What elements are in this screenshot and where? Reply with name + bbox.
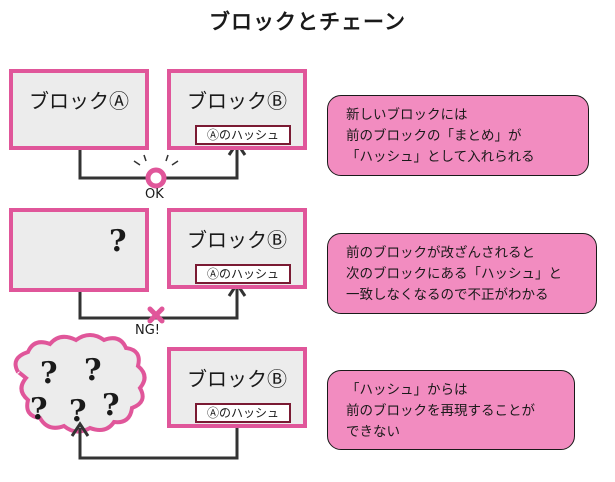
diagram-title: ブロックとチェーン	[209, 10, 406, 34]
question-mark-icon: ?	[84, 353, 102, 388]
hash-field: Ⓐのハッシュ	[195, 403, 291, 423]
callout-line: 前のブロックが改ざんされると	[346, 245, 535, 261]
callout-line: 前のブロックの「まとめ」が	[346, 128, 522, 144]
callout-row3: 「ハッシュ」からは 前のブロックを再現することが できない	[327, 370, 575, 450]
question-mark-icon: ?	[109, 224, 127, 259]
callout-line: 前のブロックを再現することが	[346, 403, 535, 419]
question-mark-icon: ?	[40, 356, 58, 391]
block-b-row1: ブロックⒷ Ⓐのハッシュ	[167, 69, 307, 150]
question-mark-icon: ?	[30, 392, 48, 427]
callout-line: 「ハッシュ」からは	[346, 382, 468, 398]
block-a: ブロックⒶ	[9, 69, 149, 150]
block-b-row2: ブロックⒷ Ⓐのハッシュ	[167, 208, 307, 289]
callout-line: 次のブロックにある「ハッシュ」と	[346, 266, 562, 282]
hash-field: Ⓐのハッシュ	[195, 125, 291, 145]
ok-circle-icon	[145, 167, 167, 189]
callout-line: 新しいブロックには	[346, 107, 468, 123]
ok-status-label: OK	[145, 187, 164, 202]
block-a-tampered: ?	[9, 208, 149, 292]
callout-line: できない	[346, 424, 400, 440]
hash-field: Ⓐのハッシュ	[195, 264, 291, 284]
ok-sparkle-icon	[133, 154, 179, 166]
ng-status-label: NG!	[135, 323, 161, 338]
callout-row1: 新しいブロックには 前のブロックの「まとめ」が 「ハッシュ」として入れられる	[327, 95, 589, 176]
block-b-row3: ブロックⒷ Ⓐのハッシュ	[167, 347, 307, 428]
row3-arrow-head	[70, 421, 90, 437]
question-mark-icon: ?	[102, 388, 120, 423]
block-a-label: ブロックⒶ	[29, 89, 129, 113]
ng-cross-icon	[147, 306, 165, 324]
callout-line: 一致しなくなるので不正がわかる	[346, 287, 549, 303]
block-b-label: ブロックⒷ	[187, 228, 287, 252]
row3-link-line	[78, 428, 239, 460]
block-b-label: ブロックⒷ	[187, 367, 287, 391]
question-mark-icon: ?	[69, 394, 87, 429]
callout-row2: 前のブロックが改ざんされると 次のブロックにある「ハッシュ」と 一致しなくなるの…	[327, 233, 597, 314]
callout-line: 「ハッシュ」として入れられる	[346, 149, 535, 165]
cloud-shape	[13, 333, 147, 434]
block-b-label: ブロックⒷ	[187, 89, 287, 113]
